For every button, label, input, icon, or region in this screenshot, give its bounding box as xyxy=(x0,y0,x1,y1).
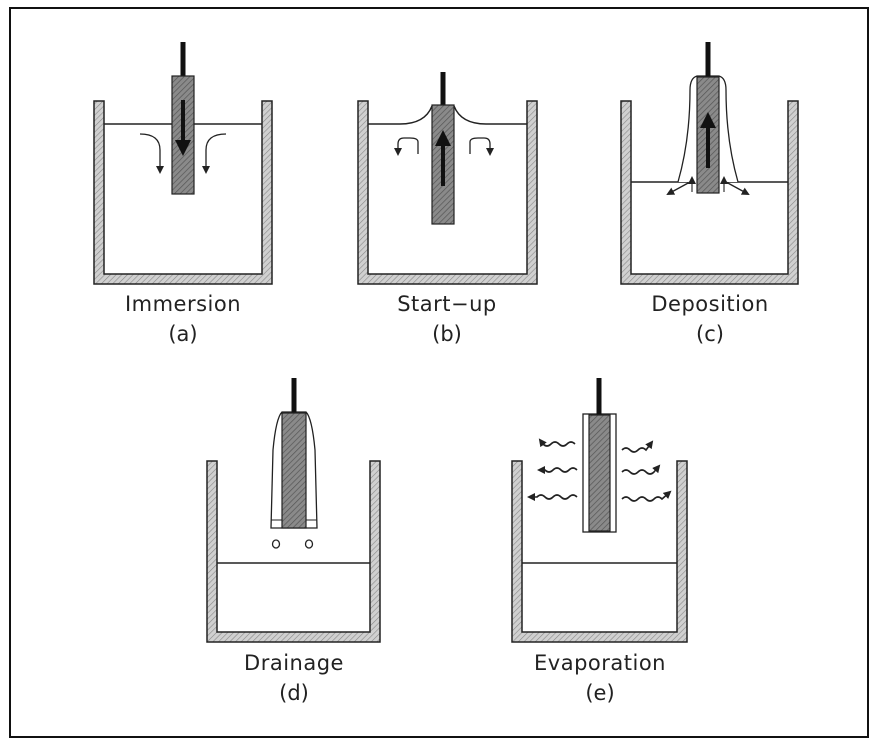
caption-start-up: Start−up xyxy=(397,292,497,316)
figure-frame xyxy=(9,7,869,738)
droplet-icon xyxy=(304,539,314,549)
flow-arrow-icon xyxy=(666,181,691,195)
panel-evaporation xyxy=(511,378,688,643)
wavy-vapor-arrow-icon xyxy=(537,466,578,474)
flow-arrow-icon xyxy=(139,133,164,174)
substrate xyxy=(588,414,611,532)
caption-immersion: Immersion xyxy=(124,292,242,316)
flow-arrow-icon xyxy=(725,181,750,195)
wavy-vapor-arrow-icon xyxy=(538,438,576,448)
beaker xyxy=(511,460,688,643)
caption-evaporation: Evaporation xyxy=(534,651,666,675)
flow-arrow-icon xyxy=(469,137,494,156)
wavy-vapor-arrow-icon xyxy=(621,440,654,453)
beaker xyxy=(357,100,538,285)
beaker xyxy=(620,100,799,285)
flow-arrow-icon xyxy=(202,133,227,174)
caption-letter-e: (e) xyxy=(585,681,615,705)
panel-start-up xyxy=(357,72,538,285)
panel-immersion xyxy=(93,42,273,285)
beaker xyxy=(206,460,381,643)
caption-letter-a: (a) xyxy=(168,322,198,346)
caption-drainage: Drainage xyxy=(244,651,344,675)
beaker xyxy=(93,100,273,285)
wavy-vapor-arrow-icon xyxy=(621,490,672,502)
caption-letter-b: (b) xyxy=(432,322,462,346)
panel-drainage xyxy=(206,378,381,643)
substrate xyxy=(281,412,307,529)
wavy-vapor-arrow-icon xyxy=(621,464,661,475)
liquid-surface xyxy=(368,105,527,125)
panel-deposition xyxy=(620,42,799,285)
caption-letter-d: (d) xyxy=(279,681,309,705)
droplet-icon xyxy=(271,539,281,549)
caption-letter-c: (c) xyxy=(696,322,724,346)
caption-deposition: Deposition xyxy=(651,292,769,316)
flow-arrow-icon xyxy=(394,137,419,156)
wavy-vapor-arrow-icon xyxy=(527,493,578,501)
